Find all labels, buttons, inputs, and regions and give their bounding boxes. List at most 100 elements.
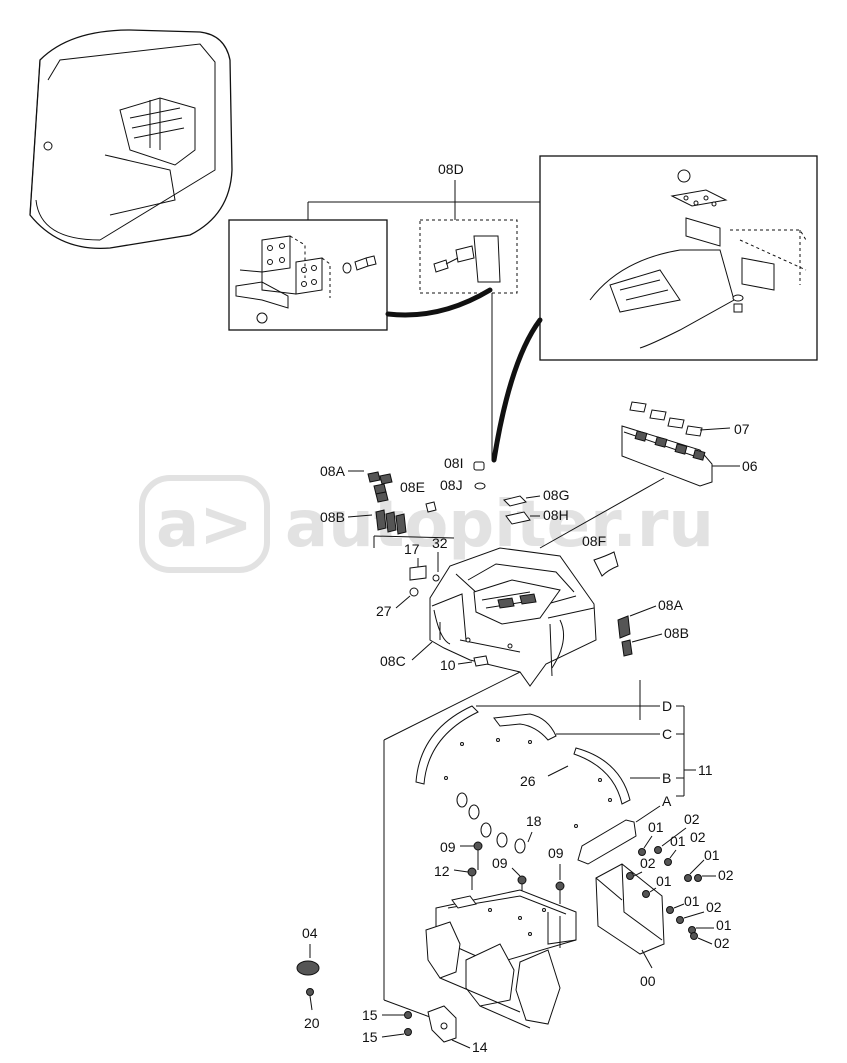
label-08H: 08H [543, 507, 569, 523]
bolt-head-icon [404, 1028, 412, 1036]
rubber-plug-icon [296, 960, 320, 976]
bolt-head-icon [517, 875, 527, 885]
label-07: 07 [734, 421, 750, 437]
detail-box-clip [419, 219, 518, 294]
label-12: 12 [434, 863, 450, 879]
label-08A-top: 08A [320, 463, 346, 479]
bolt-head-icon [654, 846, 662, 854]
label-01-f: 01 [716, 917, 732, 933]
plug-parts: 04 20 [296, 925, 320, 1031]
label-08A-right: 08A [658, 597, 684, 613]
label-01-c: 01 [704, 847, 720, 863]
switch-key-icon [667, 417, 685, 429]
label-08C: 08C [380, 653, 406, 669]
label-08B-right: 08B [664, 625, 689, 641]
cover-00-group: 00 01 02 01 02 02 01 02 01 01 02 01 02 [595, 811, 734, 989]
detail-box-plate-bolt [228, 219, 388, 331]
label-10: 10 [440, 657, 456, 673]
cab-overview-illustration [29, 29, 233, 250]
switch-key-icon [685, 425, 703, 437]
bolt-head-icon [626, 872, 634, 880]
label-15-a: 15 [362, 1007, 378, 1023]
nut-icon [256, 312, 268, 324]
label-02-b: 02 [690, 829, 706, 845]
pin-head-icon [432, 574, 440, 582]
label-14: 14 [472, 1039, 488, 1055]
clamp-icon [514, 838, 526, 854]
clamp-icon [468, 804, 480, 820]
cap-icon [473, 461, 485, 471]
trim-D [415, 705, 479, 785]
washer-icon [666, 906, 674, 914]
label-02-c: 02 [640, 855, 656, 871]
watermark: a> autopiter.ru [139, 475, 714, 573]
label-18: 18 [526, 813, 542, 829]
washer-icon [474, 482, 486, 490]
label-08D: 08D [438, 161, 464, 177]
label-26: 26 [520, 773, 536, 789]
label-27: 27 [376, 603, 392, 619]
bolt-head-icon [694, 874, 702, 882]
label-09-a: 09 [440, 839, 456, 855]
washer-icon [684, 874, 692, 882]
screw-icon [433, 259, 449, 273]
label-32: 32 [432, 535, 448, 551]
label-02-d: 02 [718, 867, 734, 883]
clamp-icon [456, 792, 468, 808]
label-01-a: 01 [648, 819, 664, 835]
washer-icon [642, 890, 650, 898]
clamp-icon [480, 822, 492, 838]
label-08E: 08E [400, 479, 425, 495]
washer-icon [732, 294, 744, 302]
label-06: 06 [742, 458, 758, 474]
switch-key-icon [649, 409, 667, 421]
bolt-icon [354, 257, 369, 271]
bolt-head-icon [409, 587, 419, 597]
bolt-head-icon [473, 841, 483, 851]
label-A: A [662, 793, 672, 809]
washer-icon [638, 848, 646, 856]
clamp-and-bolt-group: 18 09 12 09 09 [434, 792, 565, 904]
trim-C [493, 713, 557, 741]
washer-icon [664, 858, 672, 866]
label-00: 00 [640, 973, 656, 989]
label-B: B [662, 770, 671, 786]
label-01-d: 01 [656, 873, 672, 889]
trim-piece-icon [593, 551, 619, 577]
detail-box-console-plate [539, 155, 818, 361]
label-08F: 08F [582, 533, 606, 549]
trim-A [577, 819, 637, 865]
switch-key-icon [629, 401, 647, 413]
small-plug-icon [306, 988, 314, 996]
watermark-logo-glyph: a> [156, 488, 253, 562]
label-20: 20 [304, 1015, 320, 1031]
console-body [429, 547, 597, 687]
bolt-head-icon [404, 1011, 412, 1019]
label-02-f: 02 [714, 935, 730, 951]
bolt-head-icon [690, 932, 698, 940]
bolt-icon [473, 655, 489, 667]
label-04: 04 [302, 925, 318, 941]
floor-frame [425, 889, 577, 1029]
bolt-head-icon [676, 916, 684, 924]
switch-panel: 07 06 [539, 401, 758, 549]
detail-connectors [385, 287, 543, 463]
label-08B-top: 08B [320, 509, 345, 525]
label-C: C [662, 726, 672, 742]
label-17: 17 [404, 541, 420, 557]
label-01-b: 01 [670, 833, 686, 849]
upper-left-part-callouts: 08A 08E 08B 08I 08J 08G 08H 17 32 27 08F [320, 455, 619, 619]
bolt-icon [733, 303, 743, 313]
watermark-logo-frame [139, 475, 270, 573]
label-D: D [662, 698, 672, 714]
washer-icon [342, 262, 352, 274]
label-11: 11 [698, 762, 713, 778]
bolt-head-icon [555, 881, 565, 891]
trim-set-11: D C B A 11 26 [415, 698, 713, 865]
bolt-head-icon [467, 867, 477, 877]
clip-icon [425, 501, 437, 513]
clamp-icon [496, 832, 508, 848]
callout-08D: 08D [307, 161, 540, 220]
